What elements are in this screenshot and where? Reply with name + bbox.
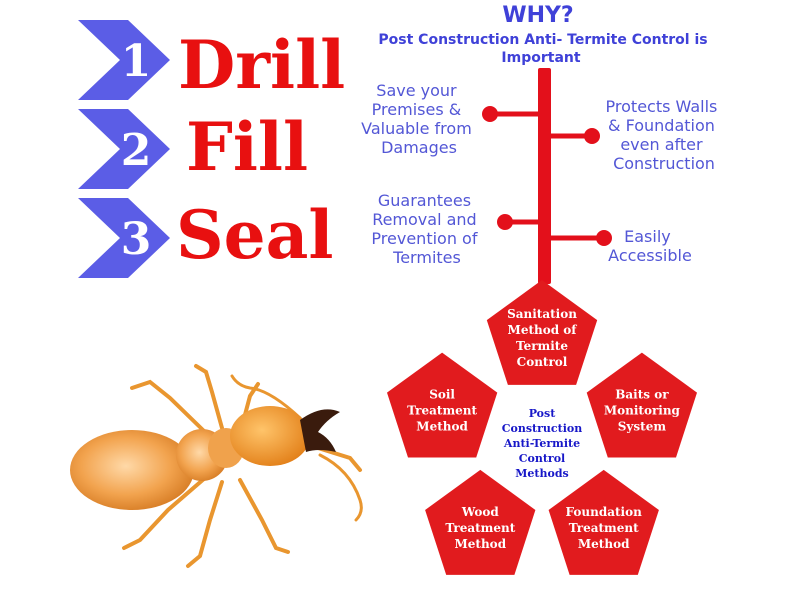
benefit-branch-left-1 xyxy=(482,106,540,122)
methods-center-line: Anti-Termite xyxy=(503,437,580,450)
method-label-line: Method of xyxy=(508,323,578,337)
methods-center-line: Post xyxy=(529,407,557,420)
step-chevron xyxy=(78,109,170,189)
benefit-line: Prevention of xyxy=(371,229,477,248)
method-label-line: Wood xyxy=(461,505,500,519)
step-number: 1 xyxy=(121,36,152,87)
method-pentagon xyxy=(387,352,498,458)
method-label-line: Sanitation xyxy=(507,307,577,321)
benefit-line: Protects Walls xyxy=(606,97,718,116)
benefit-line: & Foundation xyxy=(608,116,715,135)
step-chevron xyxy=(78,20,170,100)
method-label-line: Control xyxy=(517,355,568,369)
method-label-line: Baits or xyxy=(615,388,669,402)
benefit-branch-right-2 xyxy=(549,230,612,246)
benefit-line: Valuable from xyxy=(361,119,472,138)
benefit-line: Premises & xyxy=(372,100,462,119)
method-label-line: Foundation xyxy=(566,505,643,519)
method-label-line: Method xyxy=(578,537,630,551)
benefit-line: Easily xyxy=(624,227,671,246)
methods-center-line: Construction xyxy=(502,422,582,435)
branch-dot xyxy=(482,106,498,122)
step-3: 3 Seal xyxy=(78,196,334,278)
benefit-branch-left-2 xyxy=(497,214,540,230)
method-pentagon xyxy=(425,469,536,575)
step-label: Seal xyxy=(176,196,334,274)
method-label-line: Method xyxy=(455,537,507,551)
steps-section: 1 Drill 2 Fill 3 Seal xyxy=(78,20,345,278)
method-label-line: Termite xyxy=(516,339,568,353)
method-label-line: Treatment xyxy=(407,404,477,418)
branch-dot xyxy=(497,214,513,230)
benefit-line: Construction xyxy=(613,154,715,173)
timeline-spine xyxy=(538,68,551,284)
step-number: 2 xyxy=(121,125,152,176)
why-subtitle-line1: Post Construction Anti- Termite Control … xyxy=(378,32,707,48)
termite-illustration xyxy=(70,364,363,568)
method-label-line: System xyxy=(618,420,667,434)
step-chevron xyxy=(78,198,170,278)
benefit-line: even after xyxy=(620,135,703,154)
benefit-line: Damages xyxy=(381,138,457,157)
termite-antennae xyxy=(230,374,363,522)
benefit-left-1: Save your Premises & Valuable from Damag… xyxy=(361,81,477,157)
method-label-line: Treatment xyxy=(445,521,515,535)
benefit-line: Termites xyxy=(392,248,461,267)
benefit-line: Accessible xyxy=(608,246,692,265)
branch-dot xyxy=(596,230,612,246)
benefit-line: Save your xyxy=(376,81,457,100)
step-2: 2 Fill xyxy=(78,108,308,189)
benefit-line: Removal and xyxy=(372,210,477,229)
termite-head xyxy=(230,406,310,466)
step-number: 3 xyxy=(121,214,152,265)
method-pentagon xyxy=(586,352,697,458)
method-label-line: Monitoring xyxy=(604,404,681,418)
benefit-branch-right-1 xyxy=(549,128,600,144)
methods-center-line: Methods xyxy=(515,467,568,480)
benefit-line: Guarantees xyxy=(378,191,471,210)
method-label-line: Method xyxy=(416,420,468,434)
benefit-left-2: Guarantees Removal and Prevention of Ter… xyxy=(371,191,482,267)
termite-mandibles xyxy=(300,409,340,452)
step-1: 1 Drill xyxy=(78,20,345,104)
method-label-line: Soil xyxy=(429,388,455,402)
why-heading: WHY? xyxy=(502,3,573,28)
method-pentagon xyxy=(486,280,598,385)
why-subtitle-line2: Important xyxy=(501,50,580,66)
step-label: Fill xyxy=(186,108,308,186)
benefit-right-2: Easily Accessible xyxy=(608,227,692,265)
benefit-right-1: Protects Walls & Foundation even after C… xyxy=(606,97,723,173)
step-label: Drill xyxy=(178,26,345,104)
method-pentagon xyxy=(548,469,659,575)
method-label-line: Treatment xyxy=(569,521,639,535)
branch-dot xyxy=(584,128,600,144)
methods-center-line: Control xyxy=(519,452,565,465)
termite-abdomen xyxy=(70,430,194,510)
why-section: WHY? Post Construction Anti- Termite Con… xyxy=(361,3,723,284)
